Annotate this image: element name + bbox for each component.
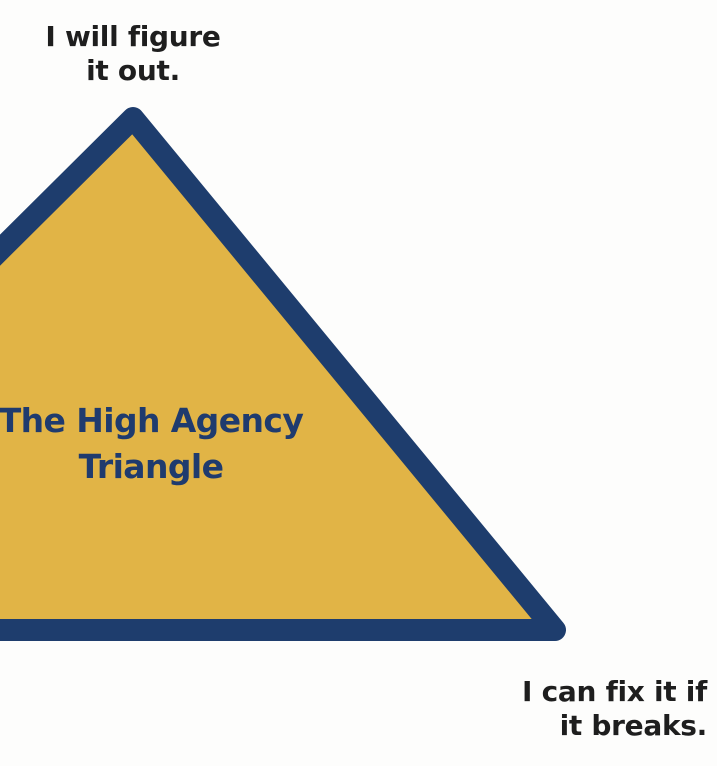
top-vertex-label: I will figure it out. <box>45 20 221 88</box>
triangle-title: The High Agency Triangle <box>0 401 304 487</box>
triangle-shape <box>0 107 566 641</box>
bottom-right-vertex-label: I can fix it if it breaks. <box>522 675 707 743</box>
